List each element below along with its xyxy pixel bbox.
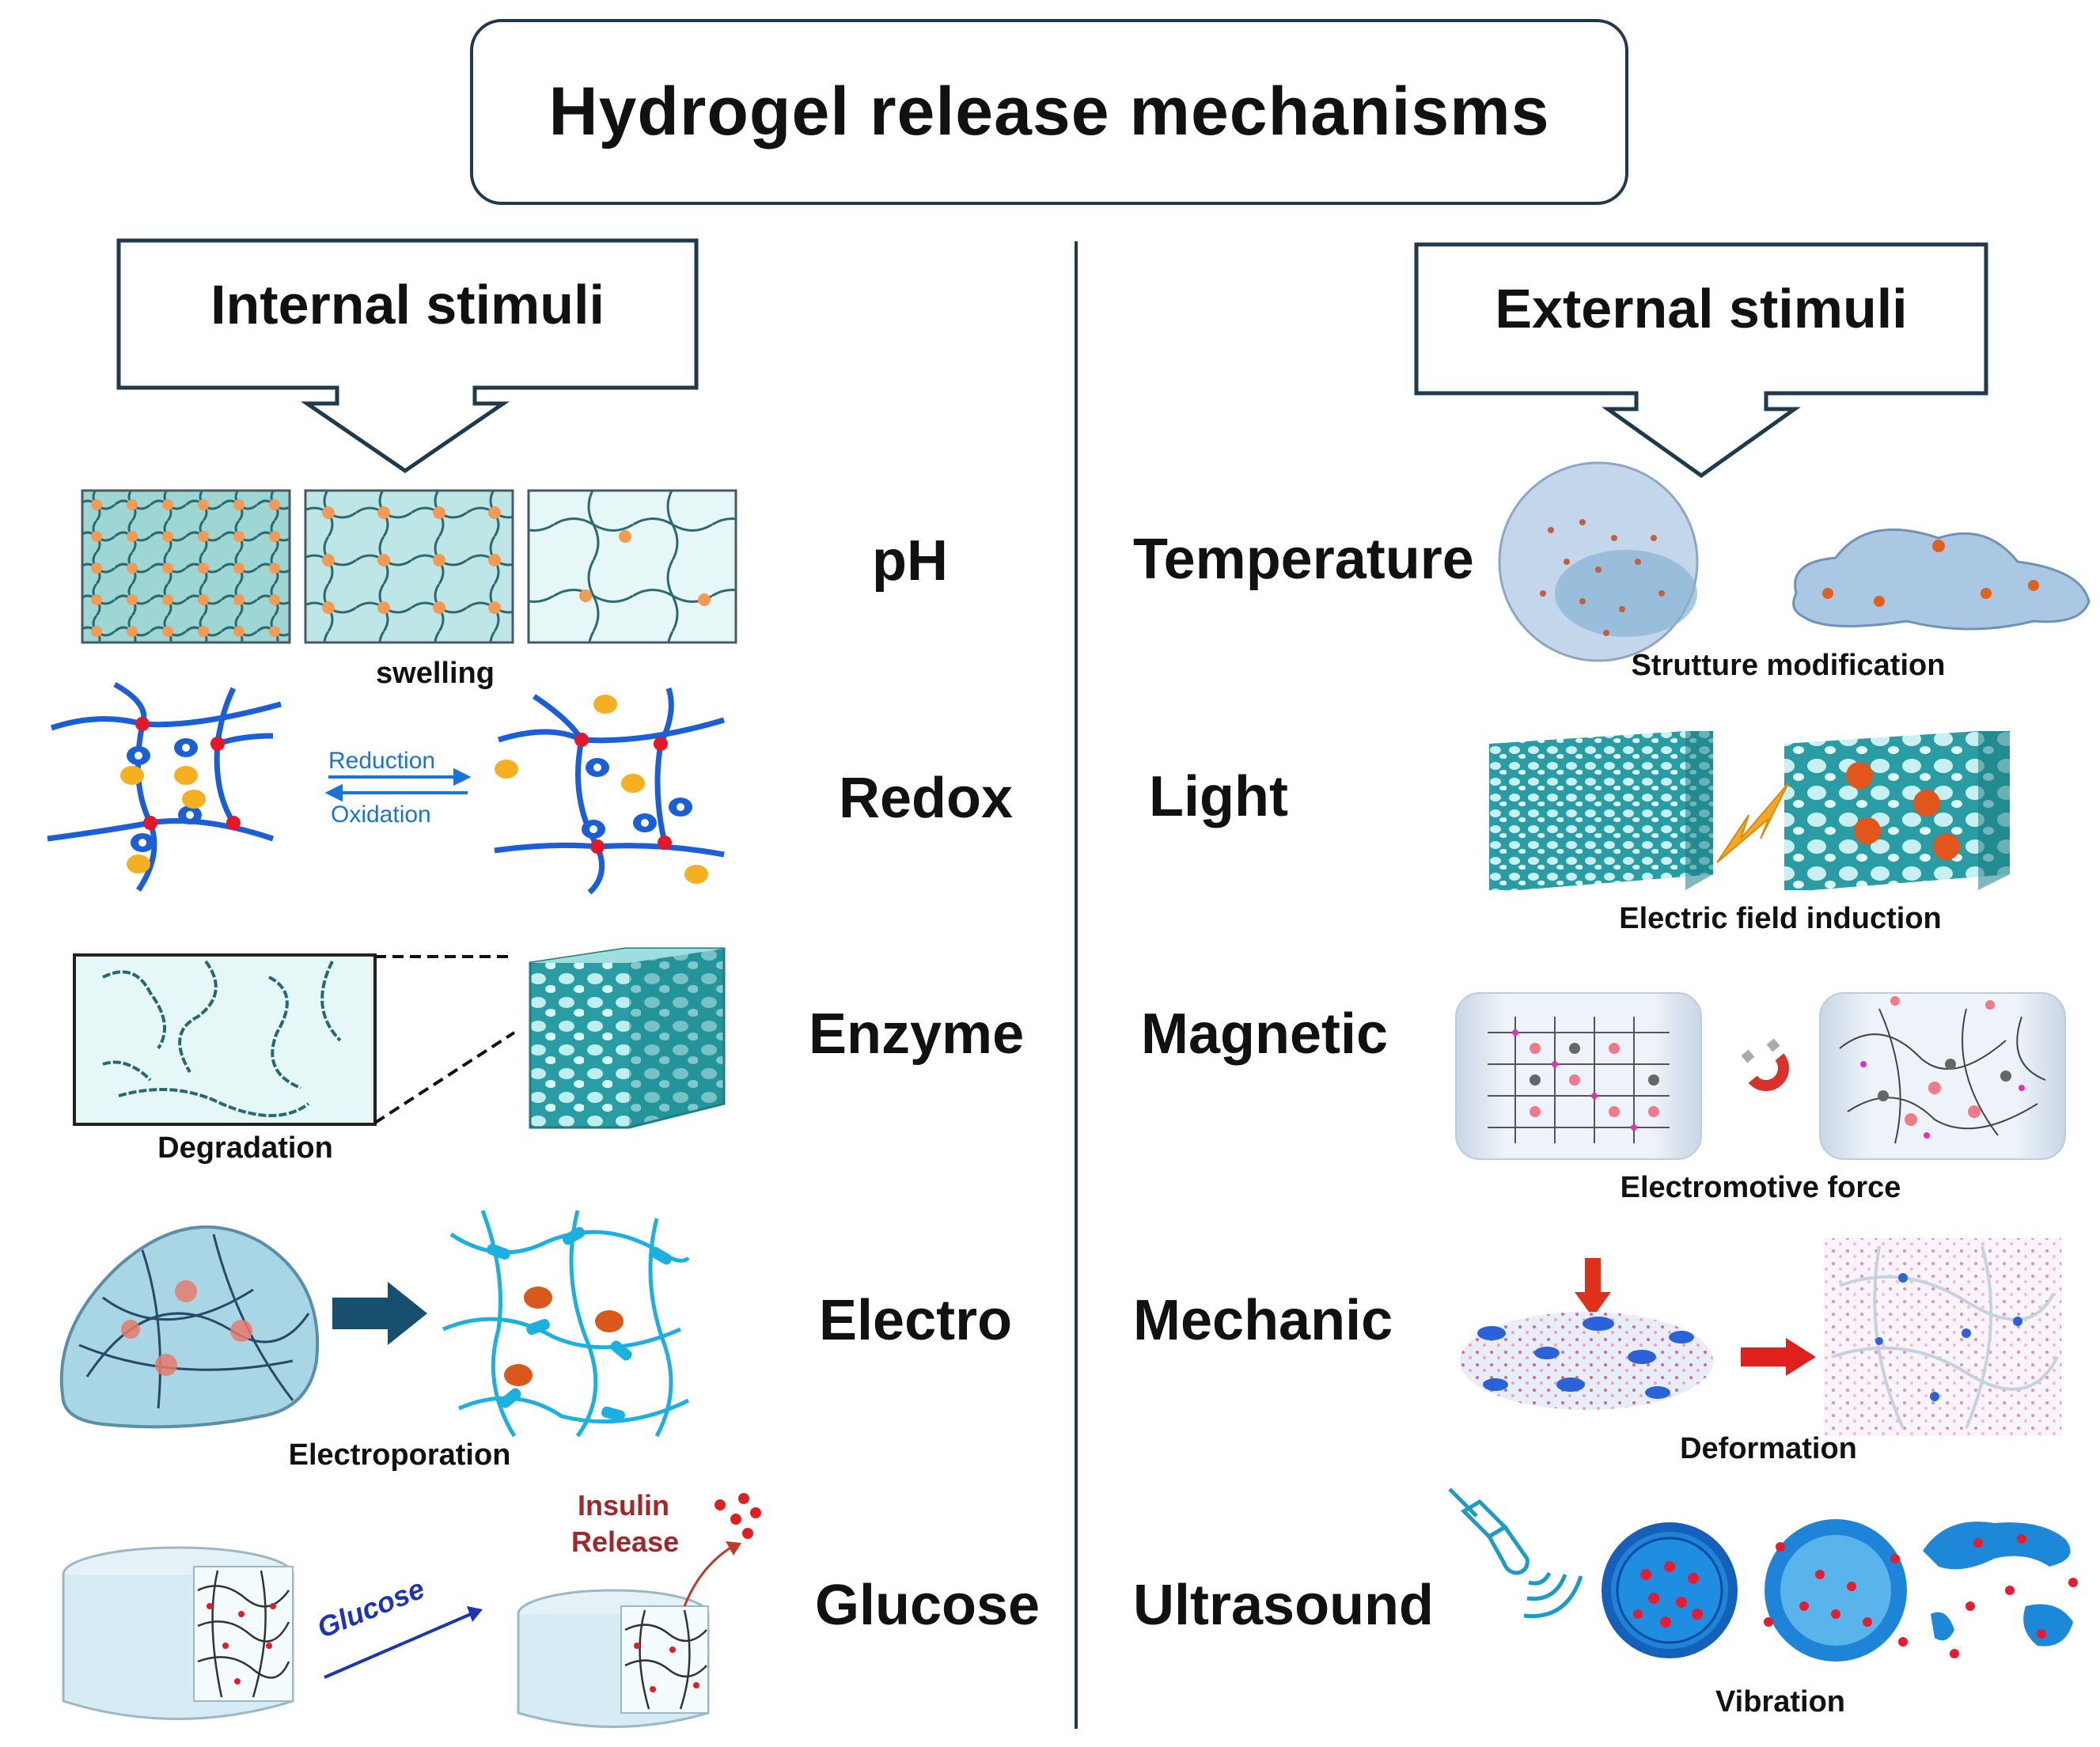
internal-stimuli-heading: Internal stimuli: [210, 274, 605, 335]
ph-label: pH: [872, 529, 948, 593]
enzyme-label: Enzyme: [809, 1002, 1025, 1066]
temperature-label: Temperature: [1133, 528, 1474, 591]
temperature-structure-illustration: [1498, 461, 2091, 662]
ph-swelling-illustration: [81, 489, 737, 644]
center-divider: [1075, 241, 1078, 1729]
magnetic-label: Magnetic: [1141, 1002, 1389, 1066]
ultrasound-vibration-illustration: [1602, 1519, 2078, 1662]
redox-label: Redox: [839, 767, 1014, 830]
mechanic-caption: Deformation: [1680, 1432, 1857, 1465]
title-box: Hydrogel release mechanisms: [470, 19, 1628, 205]
mechanic-label: Mechanic: [1133, 1289, 1393, 1352]
enzyme-caption: Degradation: [157, 1131, 333, 1165]
reduction-label: Reduction: [328, 748, 436, 774]
electroporation-illustration: [59, 1210, 690, 1438]
mechanic-deformation-illustration: [1460, 1238, 2061, 1436]
enzyme-degradation-illustration: [73, 947, 726, 1129]
electro-label: Electro: [819, 1289, 1013, 1352]
internal-callout-shape: [116, 238, 699, 474]
ph-caption: swelling: [376, 657, 495, 690]
ultrasound-probe-icon: [1448, 1487, 1583, 1619]
magnetic-caption: Electromotive force: [1620, 1171, 1901, 1204]
external-callout-shape: [1414, 242, 1988, 479]
electro-caption: Electroporation: [288, 1438, 511, 1472]
glucose-insulin-illustration: [62, 1493, 761, 1728]
oxidation-label: Oxidation: [331, 801, 431, 828]
external-stimuli-heading: External stimuli: [1495, 278, 1908, 339]
insulin-release-text-1: Insulin: [578, 1489, 669, 1522]
ultrasound-label: Ultrasound: [1133, 1574, 1435, 1637]
page-title: Hydrogel release mechanisms: [548, 74, 1550, 150]
light-label: Light: [1149, 765, 1288, 828]
glucose-label: Glucose: [815, 1574, 1041, 1637]
light-caption: Electric field induction: [1619, 902, 1942, 935]
magnetic-electromotive-illustration: [1455, 992, 2066, 1160]
light-electric-field-illustration: [1489, 731, 2010, 890]
insulin-release-text-2: Release: [571, 1525, 680, 1558]
redox-illustration: [47, 681, 726, 895]
temperature-caption: Strutture modification: [1631, 649, 1946, 682]
ultrasound-caption: Vibration: [1715, 1685, 1845, 1719]
